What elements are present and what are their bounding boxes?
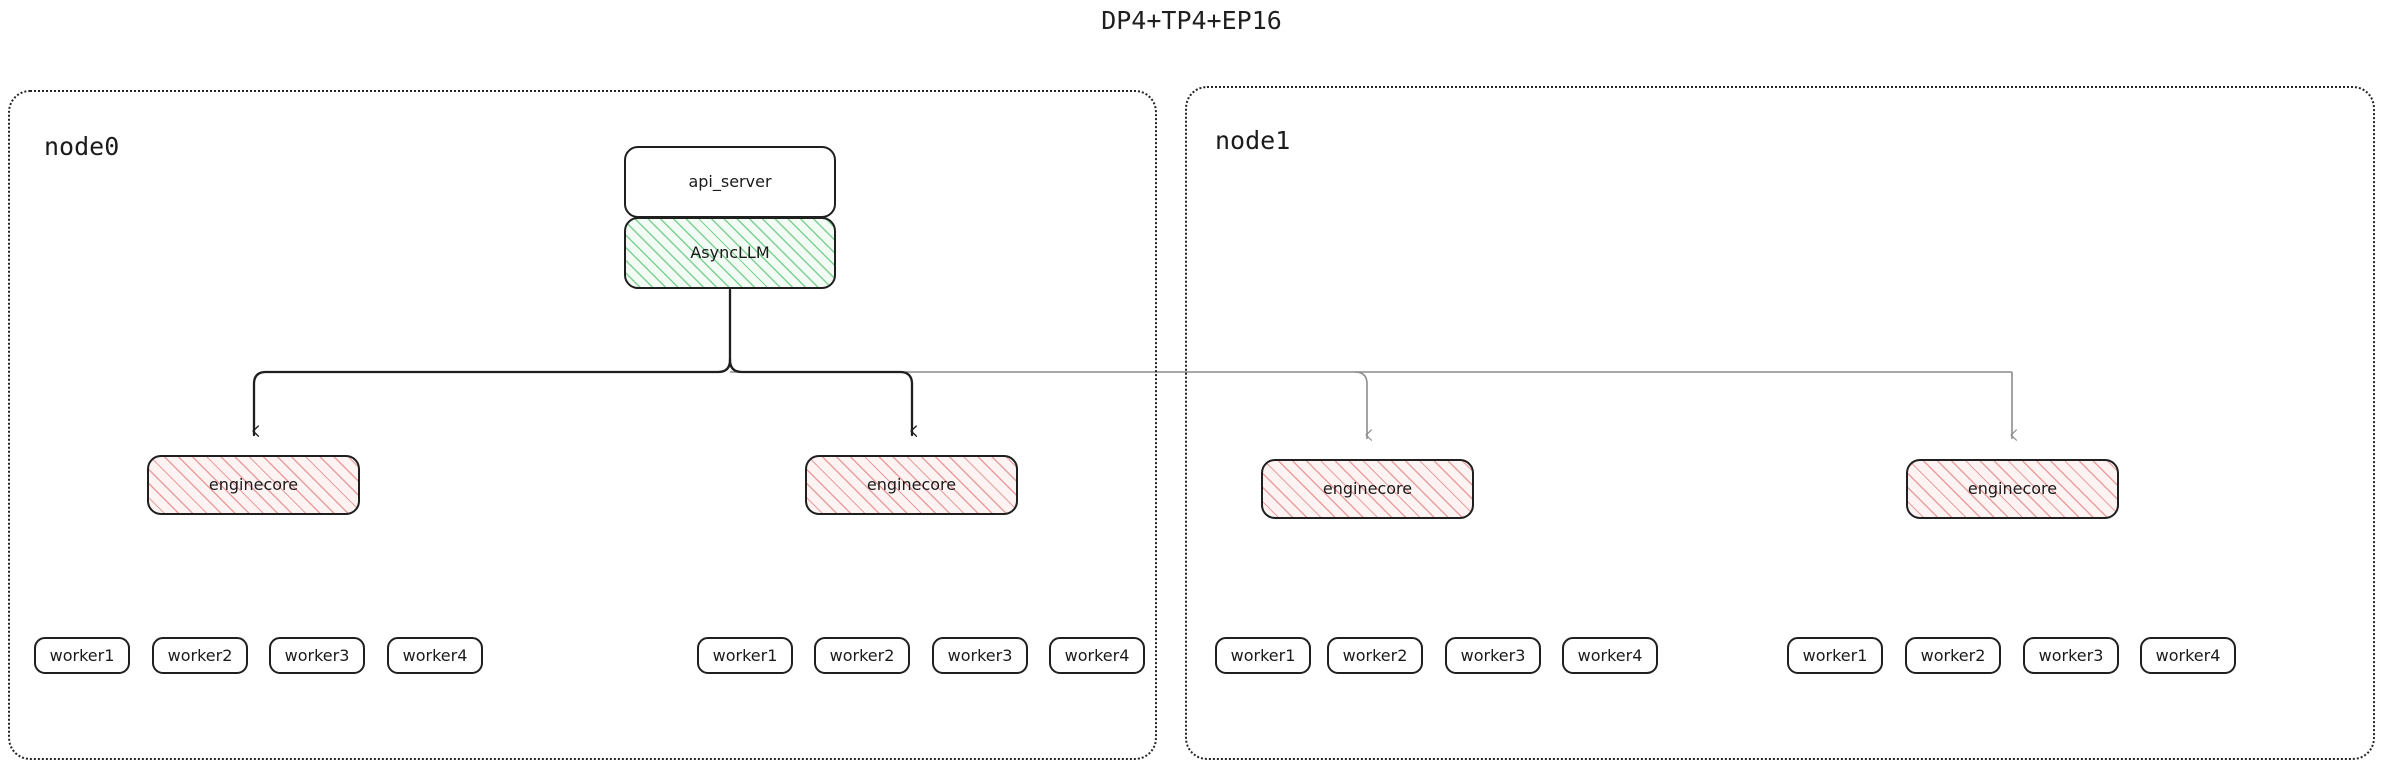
- worker-box-node0-0-3[interactable]: worker4: [387, 637, 483, 674]
- worker-label: worker1: [49, 645, 115, 665]
- worker-label: worker3: [1460, 645, 1526, 665]
- worker-box-node0-1-1[interactable]: worker2: [814, 637, 910, 674]
- worker-box-node1-1-1[interactable]: worker2: [1905, 637, 2001, 674]
- worker-label: worker2: [1342, 645, 1408, 665]
- enginecore-label: enginecore: [1967, 479, 2058, 498]
- worker-box-node1-0-3[interactable]: worker4: [1562, 637, 1658, 674]
- diagram-title: DP4+TP4+EP16: [1101, 6, 1282, 35]
- enginecore-box-node0-0[interactable]: enginecore: [147, 455, 360, 515]
- async-llm-box[interactable]: AsyncLLM: [624, 217, 836, 289]
- enginecore-label: enginecore: [208, 475, 299, 494]
- node-container-node0: [8, 90, 1157, 760]
- worker-box-node1-1-2[interactable]: worker3: [2023, 637, 2119, 674]
- worker-label: worker2: [167, 645, 233, 665]
- worker-box-node0-0-0[interactable]: worker1: [34, 637, 130, 674]
- worker-box-node1-0-1[interactable]: worker2: [1327, 637, 1423, 674]
- worker-box-node1-1-0[interactable]: worker1: [1787, 637, 1883, 674]
- worker-box-node0-1-3[interactable]: worker4: [1049, 637, 1145, 674]
- node-label-node0: node0: [44, 132, 120, 161]
- worker-label: worker4: [1064, 645, 1130, 665]
- node-label-node1: node1: [1215, 126, 1291, 155]
- worker-label: worker3: [284, 645, 350, 665]
- worker-label: worker3: [947, 645, 1013, 665]
- enginecore-box-node1-1[interactable]: enginecore: [1906, 459, 2119, 519]
- worker-box-node1-0-0[interactable]: worker1: [1215, 637, 1311, 674]
- worker-label: worker1: [1230, 645, 1296, 665]
- worker-label: worker1: [712, 645, 778, 665]
- api-server-label: api_server: [688, 172, 772, 191]
- worker-box-node0-0-2[interactable]: worker3: [269, 637, 365, 674]
- api-server-box[interactable]: api_server: [624, 146, 836, 218]
- async-llm-label: AsyncLLM: [690, 243, 770, 262]
- worker-box-node0-1-0[interactable]: worker1: [697, 637, 793, 674]
- node-container-node1: [1185, 86, 2375, 760]
- worker-box-node0-0-1[interactable]: worker2: [152, 637, 248, 674]
- enginecore-box-node0-1[interactable]: enginecore: [805, 455, 1018, 515]
- worker-label: worker4: [1577, 645, 1643, 665]
- worker-label: worker3: [2038, 645, 2104, 665]
- worker-box-node1-0-2[interactable]: worker3: [1445, 637, 1541, 674]
- worker-label: worker2: [1920, 645, 1986, 665]
- worker-box-node1-1-3[interactable]: worker4: [2140, 637, 2236, 674]
- worker-box-node0-1-2[interactable]: worker3: [932, 637, 1028, 674]
- enginecore-box-node1-0[interactable]: enginecore: [1261, 459, 1474, 519]
- worker-label: worker2: [829, 645, 895, 665]
- worker-label: worker1: [1802, 645, 1868, 665]
- enginecore-label: enginecore: [866, 475, 957, 494]
- worker-label: worker4: [2155, 645, 2221, 665]
- worker-label: worker4: [402, 645, 468, 665]
- enginecore-label: enginecore: [1322, 479, 1413, 498]
